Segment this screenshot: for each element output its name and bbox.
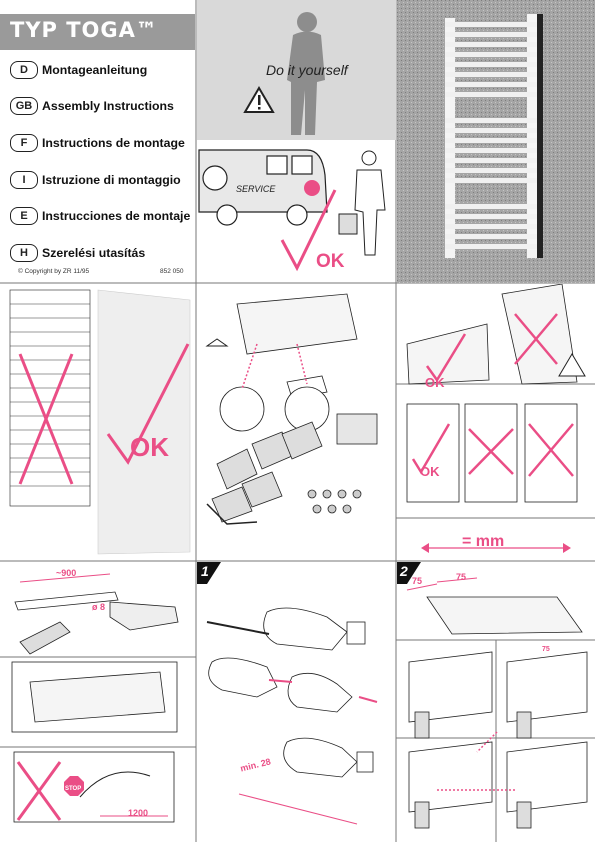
ok-label-small-2: OK (420, 464, 440, 479)
copyright-text: © Copyright by ZR 11/95 (18, 268, 90, 275)
dimension-75a: 75 (412, 576, 423, 586)
step-1-number: 1 (201, 563, 209, 579)
step-2-number: 2 (400, 563, 408, 579)
language-code: D (10, 61, 38, 79)
equals-mm-label: = mm (462, 533, 505, 550)
language-row-gb: GB Assembly Instructions (10, 97, 174, 115)
language-label: Assembly Instructions (42, 99, 174, 113)
radiator-photo-drawing (397, 0, 595, 283)
ok-label: OK (316, 251, 345, 272)
product-title: TYP TOGA™ (10, 18, 158, 42)
step-2-illustration (406, 577, 588, 829)
language-label: Istruzione di montaggio (42, 173, 181, 187)
wall-types-illustration (9, 289, 191, 555)
language-code: GB (10, 97, 38, 115)
language-label: Szerelési utasítás (42, 246, 146, 260)
ok-label-wall: OK (130, 432, 169, 462)
stop-sign-text: STOP (65, 786, 82, 792)
dimension-900: ~900 (56, 568, 77, 578)
dimension-8: ø 8 (92, 602, 106, 612)
dimension-1200: 1200 (128, 808, 149, 818)
language-row-f: F Instructions de montage (10, 134, 185, 152)
ok-label-small: OK (425, 375, 445, 390)
language-row-i: I Istruzione di montaggio (10, 171, 181, 189)
language-code: I (10, 171, 38, 189)
van-service-text: SERVICE (236, 184, 276, 194)
language-label: Instructions de montage (42, 136, 185, 150)
language-row-e: E Instrucciones de montaje (10, 207, 190, 225)
diy-text: Do it yourself (266, 62, 348, 78)
language-row-d: D Montageanleitung (10, 61, 147, 79)
document-number: 852 050 (160, 268, 184, 275)
step-1-illustration (206, 607, 378, 825)
language-label: Montageanleitung (42, 63, 148, 77)
step-2-badge (397, 562, 421, 584)
parts-illustration (205, 293, 378, 525)
language-code: F (10, 134, 38, 152)
tools-illustration (11, 573, 179, 823)
language-code: H (10, 244, 38, 262)
dimension-75b: 75 (456, 572, 467, 582)
language-code: E (10, 207, 38, 225)
step-1-badge (197, 562, 221, 584)
title-bar (0, 14, 195, 50)
language-row-h: H Szerelési utasítás (10, 244, 145, 262)
placement-illustration (406, 284, 586, 553)
dimension-75c: 75 (542, 646, 550, 653)
language-label: Instrucciones de montaje (42, 209, 191, 223)
diy-illustration (198, 12, 386, 272)
